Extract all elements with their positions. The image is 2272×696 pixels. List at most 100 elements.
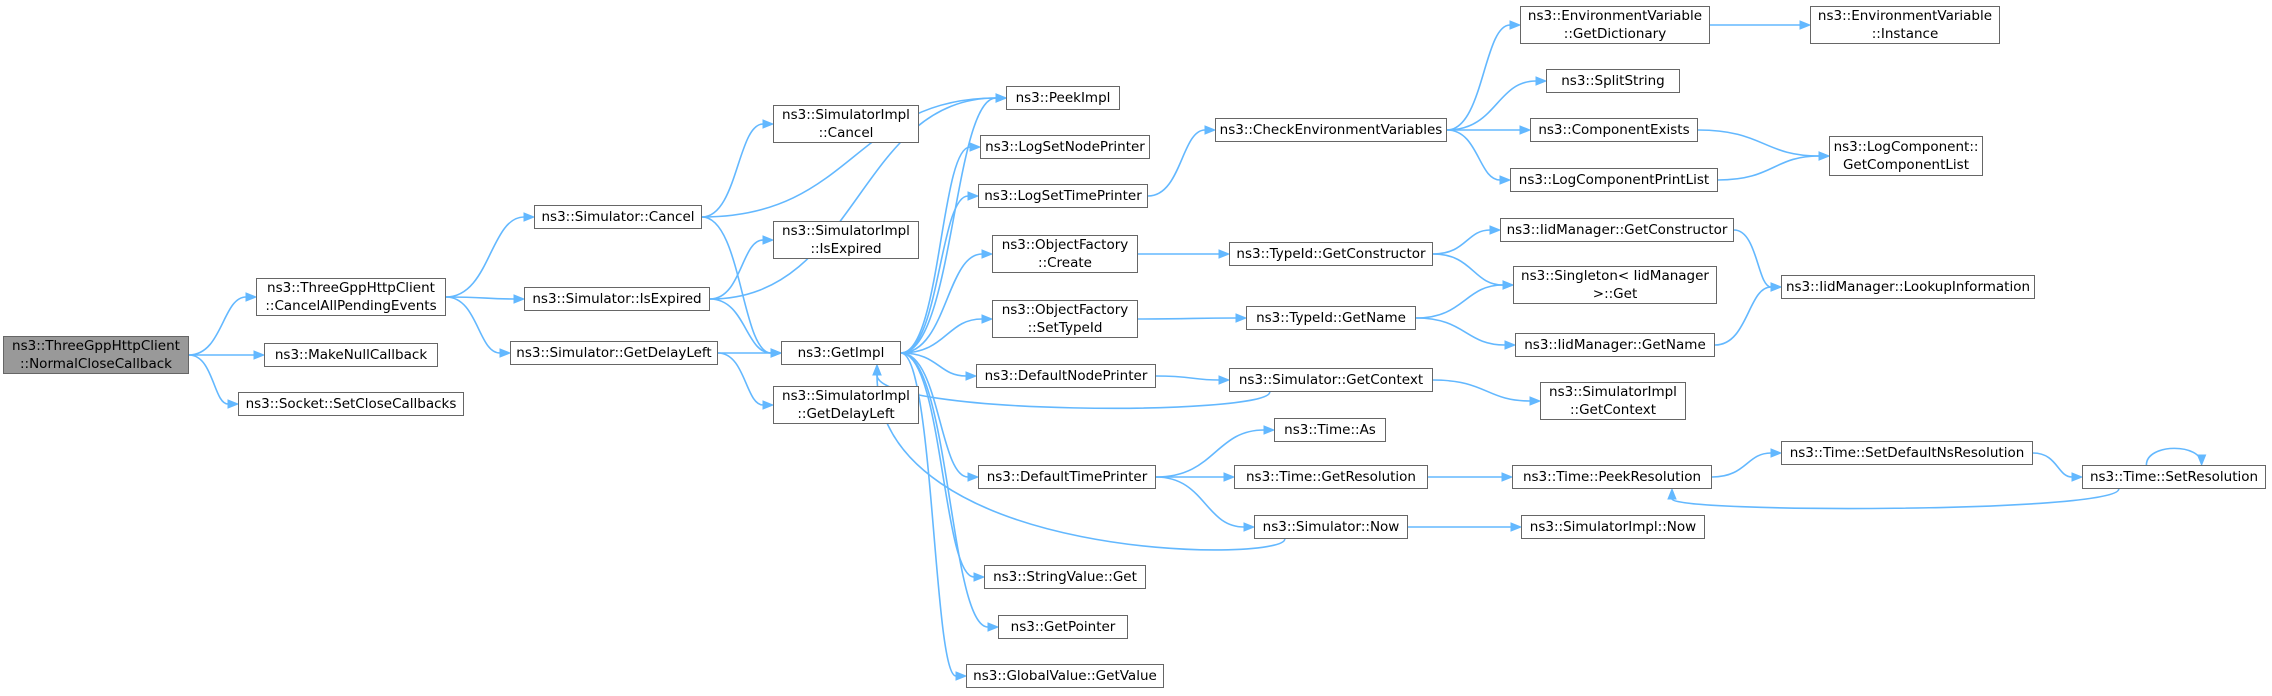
node-time-as[interactable]: ns3::Time::As [1274,418,1386,442]
node-iidmanager-getconstructor[interactable]: ns3::IidManager::GetConstructor [1500,218,1734,242]
edge-normalclose-to-cancelall [188,296,247,356]
edge-tidname-to-singleton [1415,284,1504,319]
node-time-peekresolution[interactable]: ns3::Time::PeekResolution [1512,465,1712,489]
node-simulator-isexpired[interactable]: ns3::Simulator::IsExpired [524,287,710,311]
edge-getimpl-to-strget [900,352,975,578]
edge-cancelall-to-simcancel-arrowhead [523,212,536,222]
edge-getimpl-to-lognode [900,146,971,354]
edge-normalclose-to-cancelall-arrowhead [245,292,258,302]
node-componentexists[interactable]: ns3::ComponentExists [1530,118,1698,142]
edge-cancelall-to-simcancel [445,216,525,298]
node-simulatorimpl-getcontext[interactable]: ns3::SimulatorImpl::GetContext [1540,382,1686,420]
node-environmentvariable-getdictionary[interactable]: ns3::EnvironmentVariable::GetDictionary [1520,6,1710,44]
edge-getimpl-to-strget-arrowhead [973,572,986,582]
node-simulator-cancel[interactable]: ns3::Simulator::Cancel [534,205,702,229]
node-socket-setclosecallbacks[interactable]: ns3::Socket::SetCloseCallbacks [238,392,464,416]
node-simulatorimpl-isexpired[interactable]: ns3::SimulatorImpl::IsExpired [773,221,919,259]
node-iidmanager-lookupinformation[interactable]: ns3::IidManager::LookupInformation [1781,275,2035,299]
edge-timegetres-to-peekres-arrowhead [1501,472,1514,482]
node-getpointer[interactable]: ns3::GetPointer [998,615,1128,639]
node-simulator-getcontext[interactable]: ns3::Simulator::GetContext [1229,368,1433,392]
node-objectfactory-create[interactable]: ns3::ObjectFactory::Create [992,235,1138,273]
edge-simnow-to-getimpl [876,374,1286,551]
node-environmentvariable-instance[interactable]: ns3::EnvironmentVariable::Instance [1810,6,2000,44]
node-logsetnodeprinter[interactable]: ns3::LogSetNodePrinter [980,135,1150,159]
edge-iidctor-to-iidlookup [1733,229,1772,288]
node-simulatorimpl-getdelayleft[interactable]: ns3::SimulatorImpl::GetDelayLeft [773,386,919,424]
edge-setres-to-setres-arrowhead [2196,454,2207,467]
edge-deftime-to-timegetres-arrowhead [1223,472,1236,482]
edge-tidctor-to-iidctor-arrowhead [1489,225,1502,235]
node-stringvalue-get[interactable]: ns3::StringValue::Get [984,565,1146,589]
node-threegpphttpclient-cancelallpendingevents[interactable]: ns3::ThreeGppHttpClient::CancelAllPendin… [256,278,446,316]
edge-ofcreate-to-tidctor-arrowhead [1218,249,1231,259]
node-getimpl[interactable]: ns3::GetImpl [781,341,901,365]
node-singleton-iidmanager-get[interactable]: ns3::Singleton< IidManager>::Get [1513,266,1717,304]
node-logsettimeprinter[interactable]: ns3::LogSetTimePrinter [978,184,1148,208]
node-checkenvironmentvariables[interactable]: ns3::CheckEnvironmentVariables [1215,118,1447,142]
node-iidmanager-getname[interactable]: ns3::IidManager::GetName [1515,333,1715,357]
edge-envdict-to-envinst-arrowhead [1799,20,1812,30]
edge-getimpl-to-ofsettype [900,318,983,354]
edge-checkenv-to-logcompprint-arrowhead [1499,175,1512,185]
node-time-setresolution[interactable]: ns3::Time::SetResolution [2082,465,2266,489]
edge-getimpl-to-gvget-arrowhead [955,671,968,681]
edge-cancelall-to-isexpired [445,296,515,300]
node-time-setdefaultnsresolution[interactable]: ns3::Time::SetDefaultNsResolution [1781,441,2033,465]
node-defaultnodeprinter[interactable]: ns3::DefaultNodePrinter [976,364,1156,388]
edge-simnow-to-implnow-arrowhead [1510,522,1523,532]
node-objectfactory-settypeid[interactable]: ns3::ObjectFactory::SetTypeId [992,300,1138,338]
edge-deftime-to-timeas-arrowhead [1263,425,1276,435]
edge-tidctor-to-singleton [1432,253,1504,286]
node-logcomponent-getcomponentlist[interactable]: ns3::LogComponent::GetComponentList [1829,136,1983,176]
node-makenullcallback[interactable]: ns3::MakeNullCallback [264,343,438,367]
node-simulatorimpl-now[interactable]: ns3::SimulatorImpl::Now [1521,515,1705,539]
edge-ofsettype-to-tidname-arrowhead [1235,313,1248,323]
edge-defnode-to-simctx-arrowhead [1218,375,1231,385]
edge-getimpl-to-lognode-arrowhead [969,142,982,152]
edge-simcancel-to-getimpl [701,216,772,354]
edge-getdelayleft-to-impldelayleft [717,352,764,406]
edge-getimpl-to-getpointer-arrowhead [987,622,1000,632]
node-defaulttimeprinter[interactable]: ns3::DefaultTimePrinter [978,465,1156,489]
edge-getimpl-to-gvget [900,352,957,677]
edge-getimpl-to-ofcreate [900,253,983,354]
node-peekimpl[interactable]: ns3::PeekImpl [1006,86,1120,110]
edge-simcancel-to-peekimpl [701,97,997,218]
node-logcomponentprintlist[interactable]: ns3::LogComponentPrintList [1510,168,1718,192]
edge-getimpl-to-ofsettype-arrowhead [981,314,994,324]
edge-tidname-to-singleton-arrowhead [1502,280,1515,290]
node-simulatorimpl-cancel[interactable]: ns3::SimulatorImpl::Cancel [773,105,919,143]
edge-getimpl-to-defnode [900,352,967,377]
edge-isexpired-to-implisexpired-arrowhead [762,235,775,245]
edge-normalclose-to-setclose-arrowhead [227,399,240,409]
node-simulator-getdelayleft[interactable]: ns3::Simulator::GetDelayLeft [510,341,718,365]
edge-cancelall-to-isexpired-arrowhead [513,294,526,304]
edge-setdefns-to-setres [2032,452,2073,478]
edge-deftime-to-timeas [1155,429,1265,478]
edge-getimpl-to-defnode-arrowhead [965,371,978,381]
edge-ofsettype-to-tidname [1137,317,1237,320]
edge-getimpl-to-deftime-arrowhead [967,472,980,482]
edge-normalclose-to-setclose [188,354,229,405]
edge-tidname-to-iidname-arrowhead [1504,340,1517,350]
edge-cancelall-to-getdelayleft-arrowhead [499,348,512,358]
edge-checkenv-to-envdict [1446,24,1511,131]
node-typeid-getname[interactable]: ns3::TypeId::GetName [1246,306,1416,330]
node-time-getresolution[interactable]: ns3::Time::GetResolution [1234,465,1428,489]
edge-compexists-to-logcomplist [1697,129,1820,157]
node-typeid-getconstructor[interactable]: ns3::TypeId::GetConstructor [1229,242,1433,266]
edge-simnow-to-getimpl-arrowhead [872,363,882,376]
edge-getimpl-to-peekimpl-arrowhead [995,93,1008,103]
edge-tidctor-to-iidctor [1432,229,1491,255]
edge-getimpl-to-ofcreate-arrowhead [981,249,994,259]
edge-checkenv-to-splitstr-arrowhead [1535,76,1548,86]
edge-setres-to-peekres-arrowhead [1667,487,1677,500]
node-globalvalue-getvalue[interactable]: ns3::GlobalValue::GetValue [966,664,1164,688]
node-splitstring[interactable]: ns3::SplitString [1546,69,1680,93]
edge-iidname-to-iidlookup [1714,286,1772,346]
edge-logtime-to-checkenv-arrowhead [1204,125,1217,135]
node-simulator-now[interactable]: ns3::Simulator::Now [1254,515,1408,539]
edge-peekres-to-setdefns [1711,452,1772,478]
